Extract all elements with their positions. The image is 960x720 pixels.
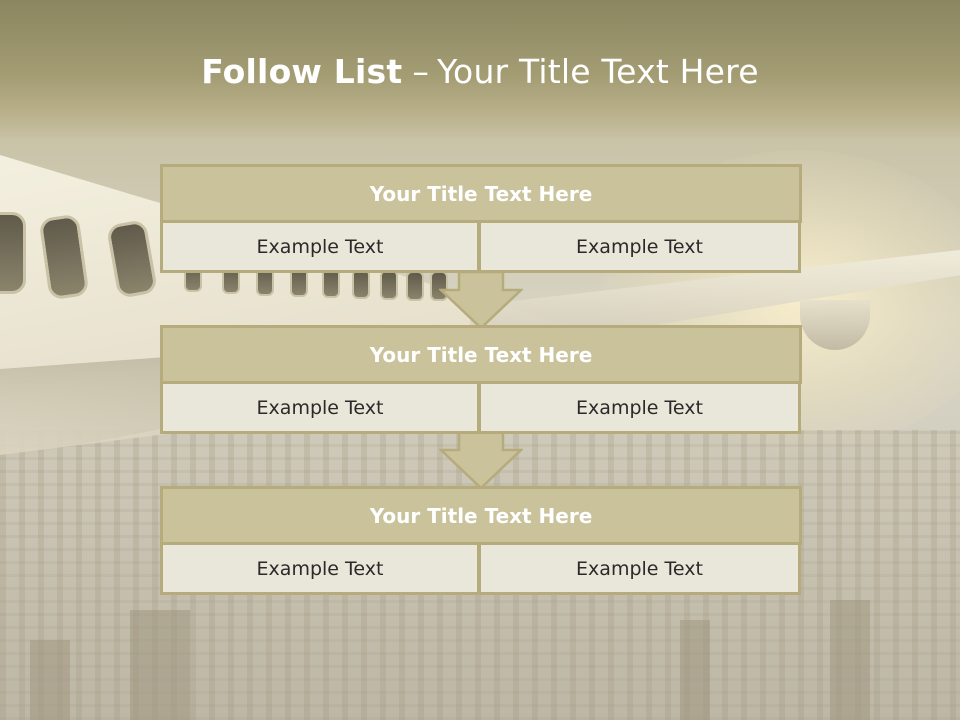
airplane-window (380, 270, 398, 300)
step-box-1: Your Title Text Here Example Text Exampl… (160, 164, 802, 273)
step-box-2: Your Title Text Here Example Text Exampl… (160, 325, 802, 434)
airplane-window (0, 212, 26, 294)
city-tower (30, 640, 70, 720)
city-tower (130, 610, 190, 720)
title-regular-part: Your Title Text Here (437, 52, 759, 91)
step-title: Your Title Text Here (160, 486, 802, 545)
step-left-cell: Example Text (160, 381, 479, 434)
step-left-cell: Example Text (160, 220, 479, 273)
step-right-cell: Example Text (479, 381, 801, 434)
step-right-cell: Example Text (479, 542, 801, 595)
airplane-window (352, 269, 370, 299)
slide-title: Follow List–Your Title Text Here (0, 52, 960, 91)
airplane-window (406, 271, 424, 301)
step-right-cell: Example Text (479, 220, 801, 273)
title-bold-part: Follow List (201, 52, 403, 91)
city-tower (680, 620, 710, 720)
step-title: Your Title Text Here (160, 164, 802, 223)
down-arrow-icon (439, 432, 523, 490)
title-separator: – (412, 52, 430, 91)
title-band (0, 0, 960, 140)
step-box-3: Your Title Text Here Example Text Exampl… (160, 486, 802, 595)
step-title: Your Title Text Here (160, 325, 802, 384)
down-arrow-icon (439, 272, 523, 330)
step-left-cell: Example Text (160, 542, 479, 595)
city-tower (830, 600, 870, 720)
